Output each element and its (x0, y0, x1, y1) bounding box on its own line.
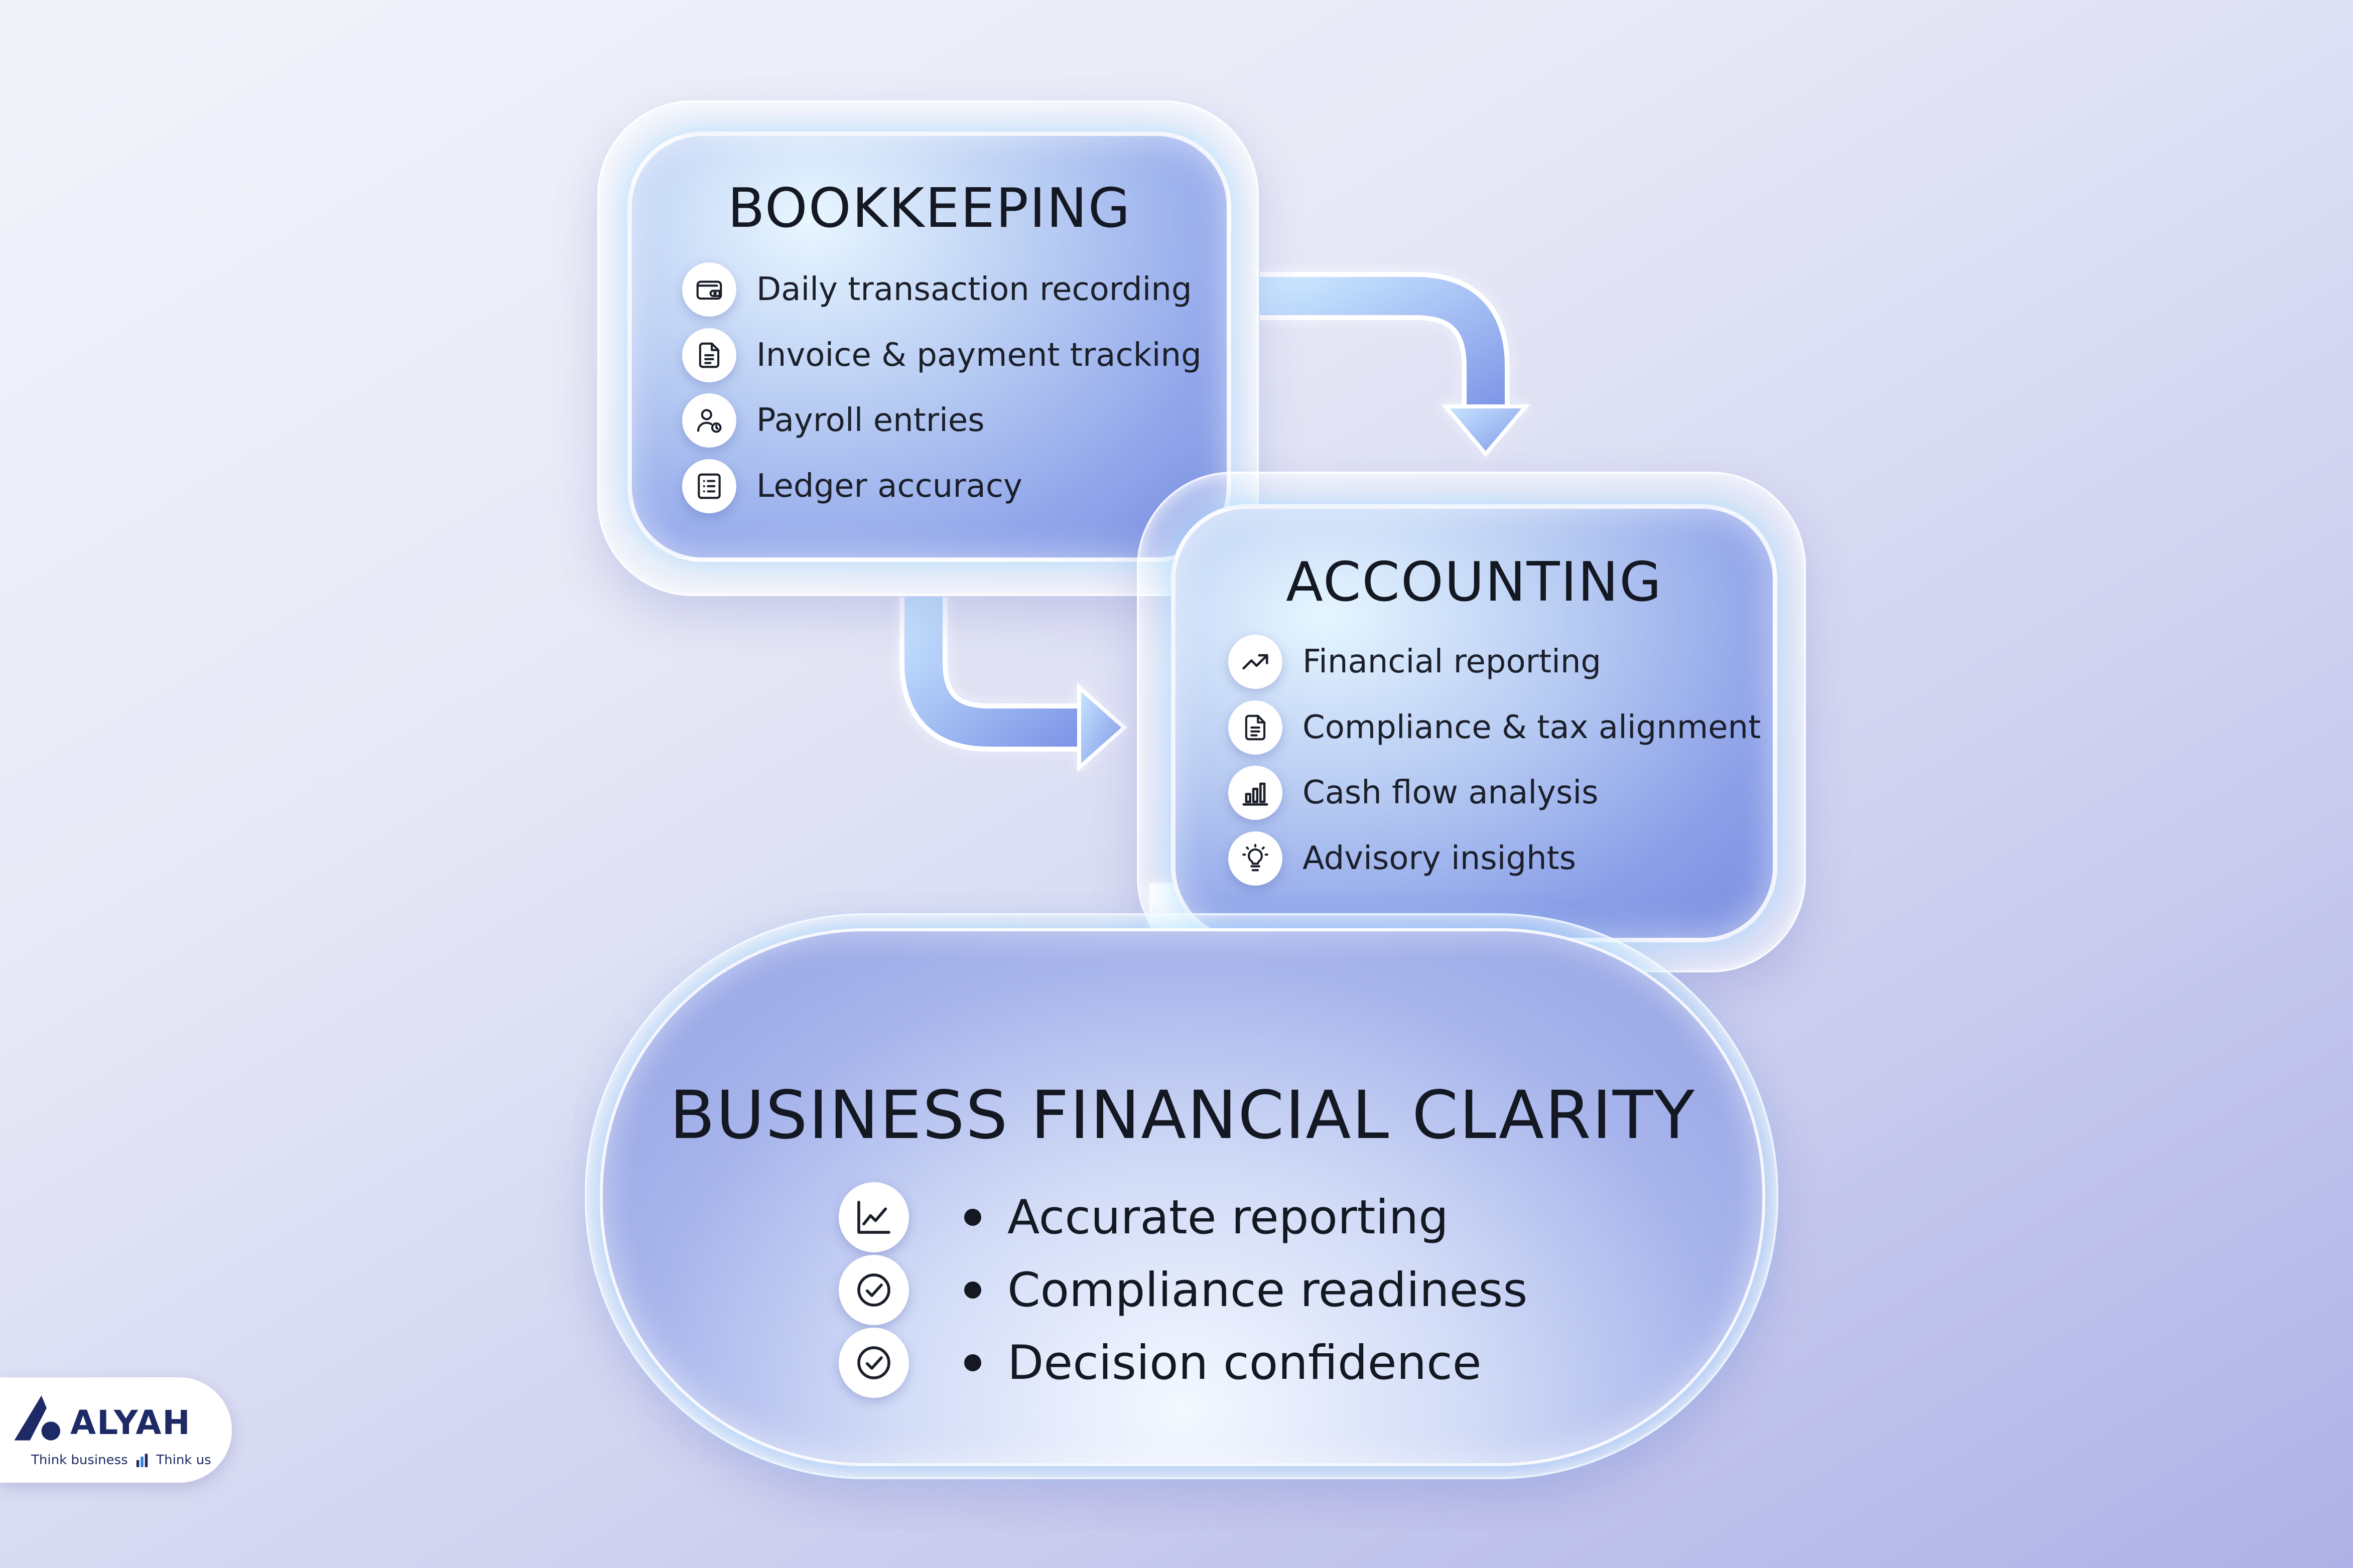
wallet-icon (682, 262, 736, 317)
clarity-item: Compliance readiness (839, 1255, 1527, 1325)
bullet-dot (964, 1281, 981, 1299)
logo-tagline: Think business Think us (31, 1453, 211, 1468)
logo-tagline-right: Think us (156, 1453, 211, 1468)
bookkeeping-item: Invoice & payment tracking (682, 328, 1202, 382)
user-payroll-icon (682, 393, 736, 448)
trend-up-icon (1228, 635, 1282, 689)
ledger-list-icon (682, 459, 736, 513)
line-chart-icon (839, 1182, 909, 1252)
bar-chart-icon (1228, 766, 1282, 820)
accounting-title: ACCOUNTING (1286, 551, 1662, 614)
accounting-item-label: Financial reporting (1302, 643, 1602, 680)
logo-name: ALYAH (70, 1403, 191, 1442)
accounting-item: Compliance & tax alignment (1228, 700, 1761, 755)
accounting-card: ACCOUNTING Financial reporting Complianc… (1171, 504, 1777, 942)
clarity-item-label: Compliance readiness (1007, 1262, 1528, 1318)
logo-tagline-left: Think business (31, 1453, 128, 1468)
clarity-item: Decision confidence (839, 1328, 1482, 1398)
bookkeeping-item: Ledger accuracy (682, 459, 1022, 513)
bookkeeping-item-label: Payroll entries (756, 402, 985, 439)
bookkeeping-title: BOOKKEEPING (727, 177, 1131, 240)
clarity-item-label: Decision confidence (1007, 1335, 1482, 1390)
accounting-item-label: Cash flow analysis (1302, 774, 1599, 811)
logo-mark-icon (14, 1395, 61, 1441)
bookkeeping-item-label: Invoice & payment tracking (756, 337, 1202, 374)
bookkeeping-item-label: Daily transaction recording (756, 271, 1192, 308)
bookkeeping-item: Payroll entries (682, 393, 985, 448)
accounting-item: Cash flow analysis (1228, 766, 1598, 820)
document-icon (1228, 700, 1282, 755)
arrow-bookkeeping-to-accounting-bottom (899, 597, 1128, 772)
bookkeeping-card: BOOKKEEPING Daily transaction recording … (627, 131, 1231, 562)
clarity-pill: BUSINESS FINANCIAL CLARITY Accurate repo… (600, 928, 1765, 1466)
bookkeeping-item-label: Ledger accuracy (756, 468, 1022, 505)
alyah-logo: ALYAH Think business Think us (0, 1377, 232, 1483)
clarity-item: Accurate reporting (839, 1182, 1449, 1252)
bullet-dot (964, 1354, 981, 1371)
check-circle-icon (839, 1255, 909, 1325)
accounting-item-label: Compliance & tax alignment (1302, 709, 1761, 746)
accounting-item: Advisory insights (1228, 831, 1576, 886)
clarity-title: BUSINESS FINANCIAL CLARITY (669, 1077, 1696, 1154)
accounting-item: Financial reporting (1228, 635, 1601, 689)
logo-bars-icon (136, 1454, 148, 1467)
document-icon (682, 328, 736, 382)
check-circle-icon (839, 1328, 909, 1398)
bookkeeping-item: Daily transaction recording (682, 262, 1192, 317)
accounting-item-label: Advisory insights (1302, 840, 1577, 877)
arrow-bookkeeping-to-accounting-top (1260, 272, 1530, 458)
clarity-item-label: Accurate reporting (1007, 1190, 1449, 1245)
bullet-dot (964, 1209, 981, 1226)
lightbulb-icon (1228, 831, 1282, 886)
